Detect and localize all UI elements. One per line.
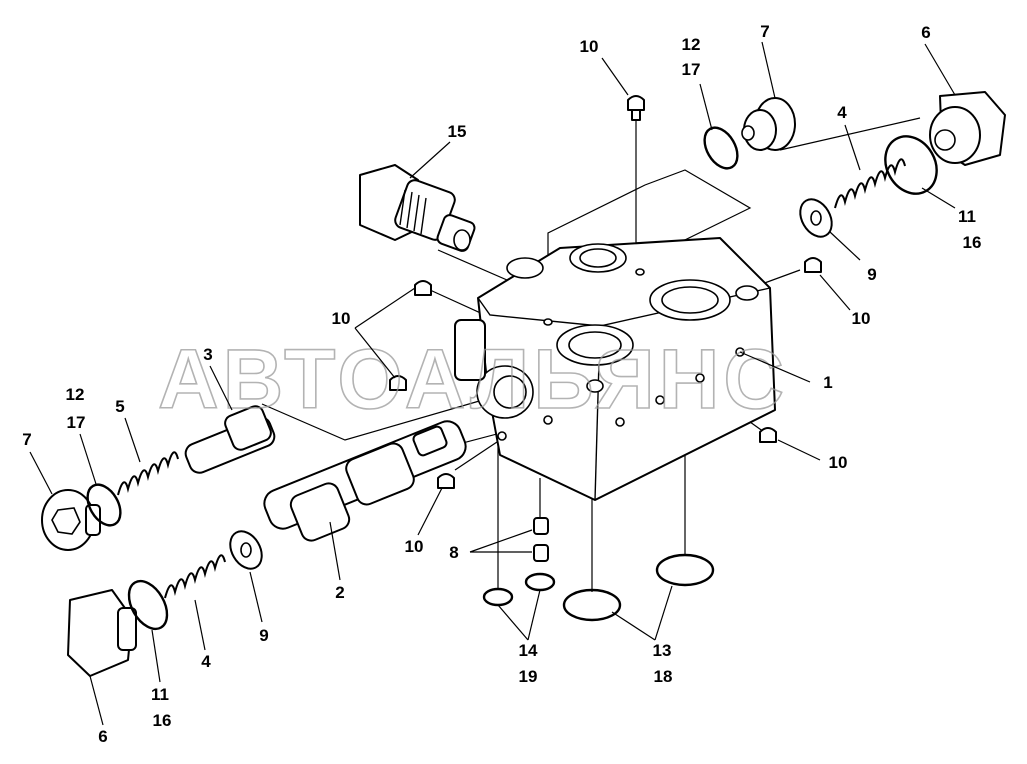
washers — [229, 198, 833, 570]
callout-6-left: 6 — [98, 727, 107, 746]
callout-6-right: 6 — [921, 23, 930, 42]
callout-1: 1 — [823, 373, 832, 392]
callout-4-left: 4 — [201, 652, 211, 671]
callout-12-top: 12 — [682, 35, 701, 54]
callout-17-left: 17 — [67, 413, 86, 432]
callout-2: 2 — [335, 583, 344, 602]
callout-17-top: 17 — [682, 60, 701, 79]
callout-16-right: 16 — [963, 233, 982, 252]
plug-left-large — [67, 589, 137, 677]
callout-18: 18 — [654, 667, 673, 686]
callout-10-top: 10 — [580, 37, 599, 56]
callout-8: 8 — [449, 543, 458, 562]
callout-9-left: 9 — [259, 626, 268, 645]
spool-short — [184, 405, 276, 474]
callout-16-left: 16 — [153, 711, 172, 730]
plug-left-small — [41, 489, 101, 551]
callout-7-right: 7 — [760, 22, 769, 41]
callout-19: 19 — [519, 667, 538, 686]
callout-leaders — [29, 41, 956, 726]
callout-10-right: 10 — [852, 309, 871, 328]
springs — [117, 158, 906, 599]
valve-body — [454, 237, 776, 501]
callout-4-right: 4 — [837, 103, 847, 122]
callout-12-left: 12 — [66, 385, 85, 404]
callout-5: 5 — [115, 397, 124, 416]
callout-15: 15 — [448, 122, 467, 141]
callout-10-lowleft: 10 — [405, 537, 424, 556]
spool-long — [263, 420, 467, 542]
callout-9-right: 9 — [867, 265, 876, 284]
callout-14: 14 — [519, 641, 538, 660]
callout-11-right: 11 — [958, 207, 976, 226]
small-plugs — [389, 95, 822, 489]
dowel-pins — [533, 517, 549, 562]
plug-right-small — [741, 97, 796, 151]
callout-labels: 1 2 3 4 4 5 6 6 7 7 8 9 9 10 10 10 10 10… — [22, 22, 981, 746]
callout-10-lowright: 10 — [829, 453, 848, 472]
callout-13: 13 — [653, 641, 672, 660]
relief-valve-cartridge — [359, 164, 476, 252]
callout-10-midleft: 10 — [332, 309, 351, 328]
callout-7-left: 7 — [22, 430, 31, 449]
watermark-text: АВТОАЛЬЯНС — [158, 332, 788, 426]
plug-right-large — [929, 91, 1006, 166]
callout-3: 3 — [203, 345, 212, 364]
callout-11-left: 11 — [151, 685, 169, 704]
